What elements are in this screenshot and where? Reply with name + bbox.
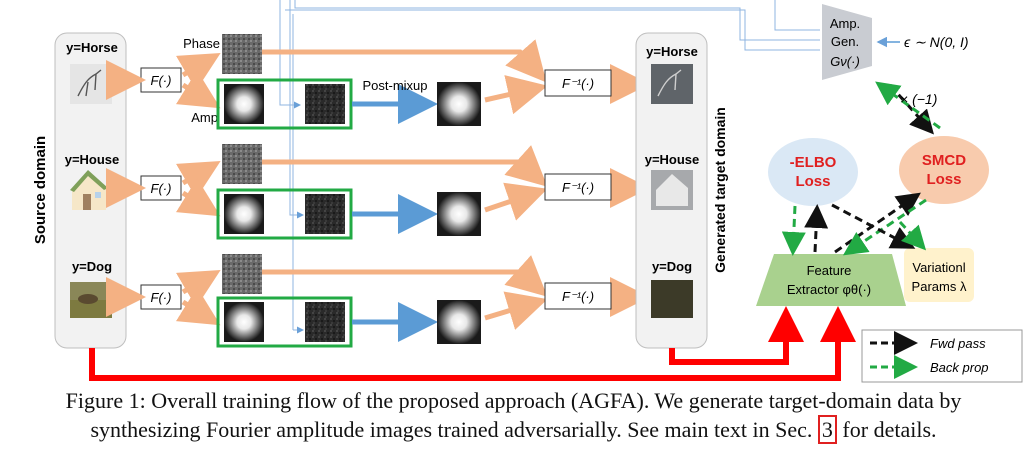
amp-label: Amp	[191, 110, 218, 125]
post-mixup-image-dog	[437, 300, 481, 344]
noise-label: ϵ ∼ N(0, I)	[904, 34, 969, 50]
svg-text:F(·): F(·)	[151, 181, 172, 196]
legend-back: Back prop	[930, 360, 989, 375]
target-label-horse: y=Horse	[646, 44, 698, 59]
source-to-fourier-arrows	[106, 39, 650, 330]
smcd-line1: SMCD	[922, 152, 966, 169]
mixup-arrows	[352, 84, 438, 342]
source-domain-title: Source domain	[32, 136, 49, 244]
smcd-loss-ellipse	[899, 136, 989, 204]
caption-line2-pre: synthesizing Fourier amplitude images tr…	[90, 417, 813, 442]
feature-line1: Feature	[807, 263, 852, 278]
svg-text:F⁻¹(·): F⁻¹(·)	[562, 180, 594, 195]
caption-line1: Figure 1: Overall training flow of the p…	[65, 388, 962, 413]
legend-fwd: Fwd pass	[930, 336, 986, 351]
phase-image-horse	[222, 34, 262, 74]
gen-to-smcd-fwd	[888, 84, 934, 135]
amp-gen-line1: Amp.	[830, 16, 860, 31]
inverse-fourier-op-horse: F⁻¹(·)	[544, 69, 612, 97]
feature-extractor-trapezoid	[756, 254, 906, 306]
dog-photo-image	[70, 282, 112, 318]
target-domain-title: Generated target domain	[712, 107, 728, 273]
inverse-fourier-op-house: F⁻¹(·)	[544, 173, 612, 201]
loss-arrows	[781, 192, 927, 256]
variational-line1: Variationl	[912, 260, 965, 275]
section-reference-link[interactable]: 3	[817, 415, 837, 444]
fourier-op-dog: F(·)	[140, 284, 182, 310]
source-label-dog: y=Dog	[72, 259, 112, 274]
amp-mixup-box-horse	[216, 78, 353, 130]
variational-line2: Params λ	[912, 279, 967, 294]
elbo-line1: -ELBO	[790, 154, 837, 171]
feature-line2: Extractor φθ(·)	[787, 282, 871, 297]
amp-gen-line3: Gν(·)	[830, 54, 860, 69]
target-image-horse	[651, 64, 693, 104]
caption-line2: synthesizing Fourier amplitude images tr…	[0, 415, 1027, 444]
phase-image-house	[222, 144, 262, 184]
smcd-line2: Loss	[926, 171, 961, 188]
source-label-house: y=House	[65, 152, 120, 167]
variational-params-box	[904, 248, 974, 302]
source-label-horse: y=Horse	[66, 40, 118, 55]
horse-sketch-image	[70, 64, 112, 104]
phase-label: Phase	[183, 36, 220, 51]
red-data-arrows	[89, 306, 856, 381]
amp-gen-line2: Gen.	[831, 34, 859, 49]
fourier-op-house: F(·)	[140, 175, 182, 201]
target-label-house: y=House	[645, 152, 700, 167]
phase-image-dog	[222, 254, 262, 294]
legend: Fwd pass Back prop	[861, 329, 1023, 383]
amp-mixup-box-house	[216, 188, 353, 240]
svg-text:F(·): F(·)	[151, 290, 172, 305]
times-label: × (−1)	[900, 91, 937, 107]
inverse-fourier-op-dog: F⁻¹(·)	[544, 282, 612, 310]
fourier-op-horse: F(·)	[140, 67, 182, 93]
post-mixup-image-house	[437, 192, 481, 236]
elbo-line2: Loss	[795, 173, 830, 190]
figure-caption: Figure 1: Overall training flow of the p…	[0, 386, 1027, 452]
house-image	[70, 170, 108, 210]
post-mixup-label: Post-mixup	[362, 78, 427, 93]
svg-text:F(·): F(·)	[151, 73, 172, 88]
post-mixup-image-horse	[437, 82, 481, 126]
elbo-loss-ellipse	[768, 138, 858, 206]
svg-text:F⁻¹(·): F⁻¹(·)	[562, 289, 594, 304]
svg-text:F⁻¹(·): F⁻¹(·)	[562, 76, 594, 91]
caption-line2-post: for details.	[842, 417, 937, 442]
target-image-dog	[651, 280, 693, 318]
amp-generator-trapezoid	[822, 4, 872, 80]
generator-feed-lines	[279, 0, 820, 334]
target-label-dog: y=Dog	[652, 259, 692, 274]
amp-mixup-box-dog	[216, 296, 353, 348]
